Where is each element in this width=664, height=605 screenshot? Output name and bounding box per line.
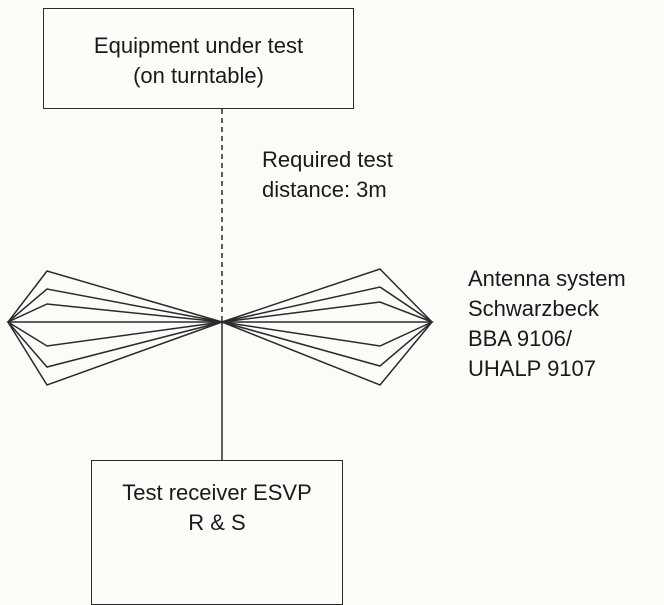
receiver-label-line2: R & S (188, 510, 246, 535)
eut-label-line1: Equipment under test (93, 33, 304, 58)
distance-label-line2: distance: 3m (262, 177, 387, 202)
antenna-label-line4: UHALP 9107 (468, 356, 597, 381)
antenna-label-line1: Antenna system (468, 266, 626, 291)
antenna-system-label: Antenna system Schwarzbeck BBA 9106/ UHA… (468, 264, 626, 384)
receiver-label-line1: Test receiver ESVP (122, 480, 312, 505)
antenna-label-line3: BBA 9106/ (468, 326, 572, 351)
antenna-label-line2: Schwarzbeck (468, 296, 599, 321)
equipment-under-test-box: Equipment under test (on turntable) (43, 8, 354, 109)
test-receiver-box: Test receiver ESVP R & S (91, 460, 343, 605)
distance-label-line1: Required test (262, 147, 393, 172)
eut-label-line2: (on turntable) (133, 63, 264, 88)
biconical-antenna-icon (6, 268, 434, 386)
test-distance-label: Required test distance: 3m (262, 145, 393, 205)
diagram-lines (6, 109, 434, 460)
